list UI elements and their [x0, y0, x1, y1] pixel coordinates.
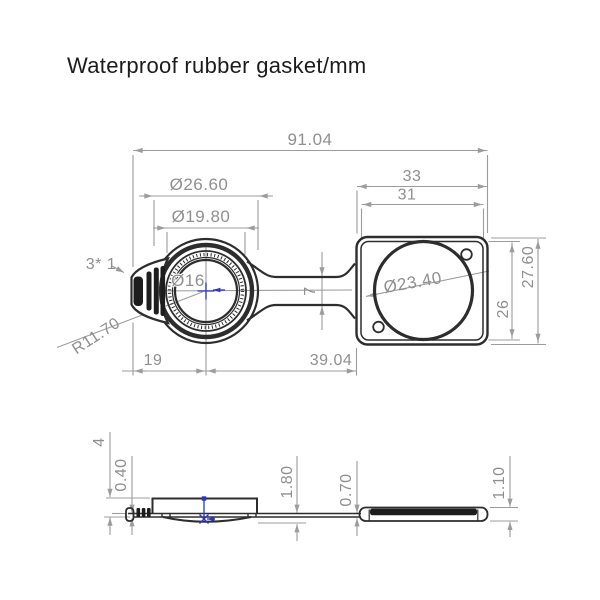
side-center-dot [201, 496, 207, 501]
gasket-seal-bar [370, 508, 477, 516]
dim-strap-thickness: 0.70 [338, 473, 355, 506]
center-marks [197, 282, 225, 524]
dim-center-to-flange: 39.04 [310, 352, 353, 369]
dim-flange-inner-height: 26 [495, 300, 512, 319]
dim-skirt-depth: 1.80 [279, 465, 296, 498]
flange-outer [355, 235, 489, 346]
cap-inner-ring [171, 256, 241, 326]
dimension-lines [56, 147, 546, 541]
pull-tab-grip [133, 276, 143, 306]
cap-mid-circle [165, 250, 247, 332]
dim-rib-note: 3* 1 [86, 256, 116, 273]
dim-cap-outer-diameter: Ø26.60 [170, 175, 229, 194]
side-view-part [125, 497, 489, 523]
tab-rib-profile [136, 508, 141, 517]
gasket-profile-outline [358, 506, 489, 522]
dim-flange-width: 33 [403, 168, 422, 185]
strap-top-edge [246, 260, 356, 279]
cap-bore-circle [173, 258, 239, 324]
cap-knurl-ring [167, 252, 245, 330]
dim-cap-thickness: 4 [91, 437, 108, 446]
cap-profile [151, 497, 258, 514]
screw-hole-bottom-left [372, 320, 385, 334]
dim-gasket-thickness: 1.10 [491, 466, 508, 499]
flange-inner [360, 240, 484, 341]
tab-rib [153, 267, 159, 315]
dim-flange-inner-width: 31 [398, 187, 417, 204]
dim-tab-to-center: 19 [144, 352, 163, 369]
dim-flange-height: 27.60 [520, 246, 537, 289]
tab-rib [146, 271, 152, 311]
dim-cap-radius: R11.70 [69, 315, 123, 358]
screw-hole-top-right [460, 248, 473, 261]
tab-rib [160, 266, 166, 316]
drawing-title: Waterproof rubber gasket/mm [67, 53, 367, 78]
tab-end-profile [125, 507, 135, 522]
tab-rib-profile [141, 508, 146, 517]
dim-tab-strap-thickness: 0.40 [113, 458, 130, 491]
tab-rib-profile [147, 508, 151, 517]
flange-hole [372, 239, 475, 342]
dim-cap-inner-diameter: Ø16 [171, 271, 205, 290]
top-view-part [130, 235, 489, 346]
dim-hole-diameter: Ø23.40 [382, 268, 443, 297]
dim-overall-width: 91.04 [287, 130, 332, 149]
side-center-x [199, 514, 209, 524]
dim-strap-width: 7 [302, 286, 319, 295]
strap-bottom-edge [246, 303, 356, 322]
dim-cap-ring-diameter: Ø19.80 [172, 207, 231, 226]
